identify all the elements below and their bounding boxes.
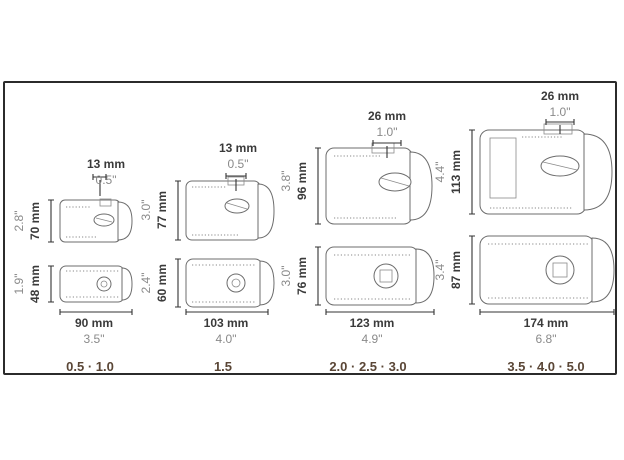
pump-2-outlet-in: 0.5" [228, 157, 249, 171]
pump-3-model-label: 2.0 · 2.5 · 3.0 [329, 359, 406, 374]
pump-2-outlet-mm: 13 mm [219, 141, 257, 155]
pump-2-side-view [185, 176, 275, 241]
pump-1-width-in: 3.5" [84, 332, 105, 346]
pump-3-depth-mm: 76 mm [295, 257, 309, 295]
pump-4-outlet-mm: 26 mm [541, 89, 579, 103]
pump-4-outlet-in: 1.0" [550, 105, 571, 119]
pump-1-depth-in: 1.9" [12, 274, 26, 295]
pump-4-depth-mm: 87 mm [449, 251, 463, 289]
pump-1-width-mm: 90 mm [75, 316, 113, 330]
pump-1-outlet-mm: 13 mm [87, 157, 125, 171]
pump-1-depth-mm: 48 mm [28, 265, 42, 303]
pump-2-height-mm: 77 mm [155, 191, 169, 229]
pump-3-depth-in: 3.0" [279, 266, 293, 287]
pump-2-dimensions [175, 173, 269, 315]
pump-1-outlet-in: 0.5" [96, 173, 117, 187]
pump-4-side-view [479, 123, 613, 215]
pump-4-height-mm: 113 mm [449, 150, 463, 194]
pump-3-width-in: 4.9" [362, 332, 383, 346]
pump-4-width-mm: 174 mm [524, 316, 569, 330]
pump-4-top-view [479, 235, 615, 305]
diagram-frame [3, 81, 617, 375]
pump-1-height-mm: 70 mm [28, 202, 42, 240]
pump-3-height-mm: 96 mm [295, 162, 309, 200]
pump-3-outlet-mm: 26 mm [368, 109, 406, 123]
pump-3-width-mm: 123 mm [350, 316, 395, 330]
pump-2-height-in: 3.0" [139, 200, 153, 221]
pump-4-width-in: 6.8" [536, 332, 557, 346]
pump-1-top-view [59, 265, 133, 303]
pump-3-top-view [325, 246, 435, 306]
pump-4-model-label: 3.5 · 4.0 · 5.0 [507, 359, 584, 374]
pump-3-side-view [325, 142, 433, 225]
pump-3-height-in: 3.8" [279, 171, 293, 192]
pump-2-width-in: 4.0" [216, 332, 237, 346]
pump-1-model-label: 0.5 · 1.0 [66, 359, 114, 374]
pump-3-outlet-in: 1.0" [377, 125, 398, 139]
pump-4-height-in: 4.4" [433, 162, 447, 183]
pump-4-dimensions [469, 119, 615, 315]
pump-2-width-mm: 103 mm [204, 316, 249, 330]
pump-2-top-view [185, 258, 275, 308]
pump-1-side-view [59, 198, 133, 243]
pump-4-depth-in: 3.4" [433, 260, 447, 281]
pump-1-height-in: 2.8" [12, 211, 26, 232]
pump-1-dimensions [48, 174, 133, 315]
pump-2-model-label: 1.5 [214, 359, 232, 374]
pump-3-dimensions [315, 140, 435, 315]
pump-2-depth-mm: 60 mm [155, 264, 169, 302]
pump-2-depth-in: 2.4" [139, 273, 153, 294]
